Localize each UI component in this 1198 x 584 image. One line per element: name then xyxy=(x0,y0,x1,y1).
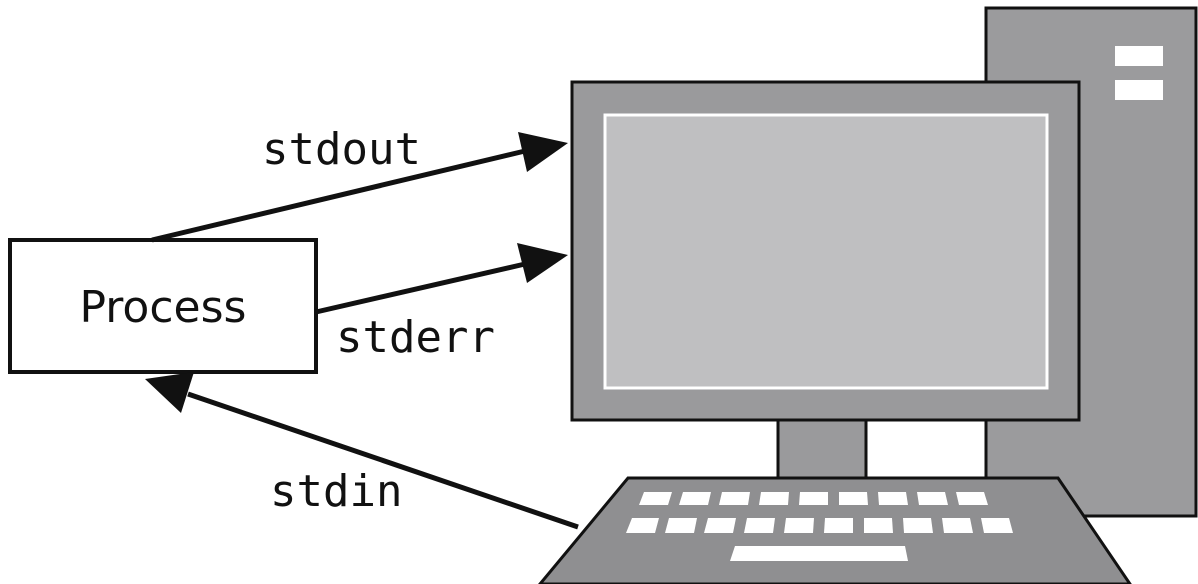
process-box: Process xyxy=(8,238,318,374)
stdout-arrow xyxy=(151,132,568,243)
stdin-arrowhead xyxy=(145,372,194,413)
stderr-label: stderr xyxy=(336,312,495,363)
keyboard-keys xyxy=(626,492,1013,561)
drive-slot-top xyxy=(1115,46,1163,66)
stdin-label: stdin xyxy=(270,466,402,517)
stderr-arrowhead xyxy=(517,243,568,283)
stdout-label: stdout xyxy=(262,124,421,175)
drive-slot-bottom xyxy=(1115,80,1163,100)
stderr-arrow xyxy=(315,243,568,315)
monitor-screen xyxy=(603,113,1049,390)
monitor xyxy=(570,80,1081,422)
process-label: Process xyxy=(80,282,247,333)
monitor-stand xyxy=(776,416,868,482)
space-bar xyxy=(730,546,908,561)
keyboard xyxy=(538,476,1132,584)
stdout-arrowhead xyxy=(518,132,568,172)
stdin-arrow xyxy=(145,372,579,530)
